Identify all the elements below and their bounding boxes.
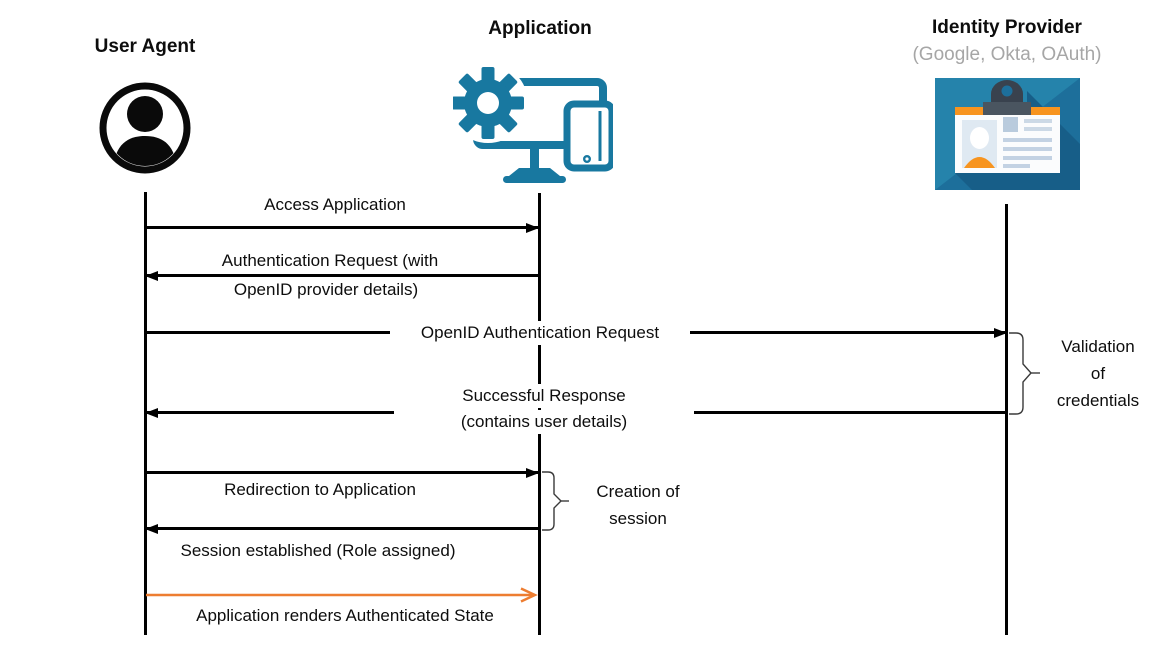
annotation-line: credentials [1056, 391, 1140, 410]
message-arrow-session-established [145, 523, 538, 534]
message-label: Redirection to Application [224, 480, 416, 499]
actor-title-identity-provider: Identity Provider [932, 17, 1082, 38]
annotation-line: of [1090, 364, 1106, 383]
message-arrow-authentication-request [145, 270, 538, 281]
brace-validation-of-credentials [1009, 332, 1040, 415]
message-label: (contains user details) [394, 410, 694, 434]
message-arrow-redirection [146, 467, 539, 478]
arrowhead-icon [145, 407, 158, 418]
annotation-line: Validation [1061, 337, 1135, 356]
user-icon [99, 82, 191, 174]
id-card-icon [935, 78, 1080, 190]
message-label: Authentication Request (with [221, 251, 439, 270]
arrowhead-icon [994, 327, 1007, 338]
actor-subtitle-identity-provider: (Google, Okta, OAuth) [912, 44, 1102, 65]
annotation-line: Creation of [596, 482, 680, 501]
message-label: Session established (Role assigned) [180, 541, 456, 560]
message-label: OpenID Authentication Request [390, 321, 690, 345]
application-devices-icon [453, 63, 613, 183]
annotation-line: session [609, 509, 667, 528]
brace-creation-of-session [542, 471, 569, 531]
message-label: Application renders Authenticated State [196, 606, 494, 625]
message-label: Successful Response [394, 384, 694, 408]
actor-title-user-agent: User Agent [94, 36, 196, 57]
arrowhead-icon [145, 270, 158, 281]
actor-title-application: Application [488, 18, 592, 39]
arrowhead-icon [526, 467, 539, 478]
annotation-creation-of-session: Creation of session [578, 478, 698, 532]
arrowhead-icon [145, 523, 158, 534]
message-label: OpenID provider details) [233, 280, 419, 299]
message-arrow-access-application [146, 222, 539, 233]
lifeline-identity-provider [1005, 204, 1008, 635]
message-label: Access Application [264, 195, 406, 214]
message-arrow-renders-authenticated-state [146, 587, 538, 603]
annotation-validation-of-credentials: Validation of credentials [1042, 333, 1154, 414]
arrowhead-icon [526, 222, 539, 233]
